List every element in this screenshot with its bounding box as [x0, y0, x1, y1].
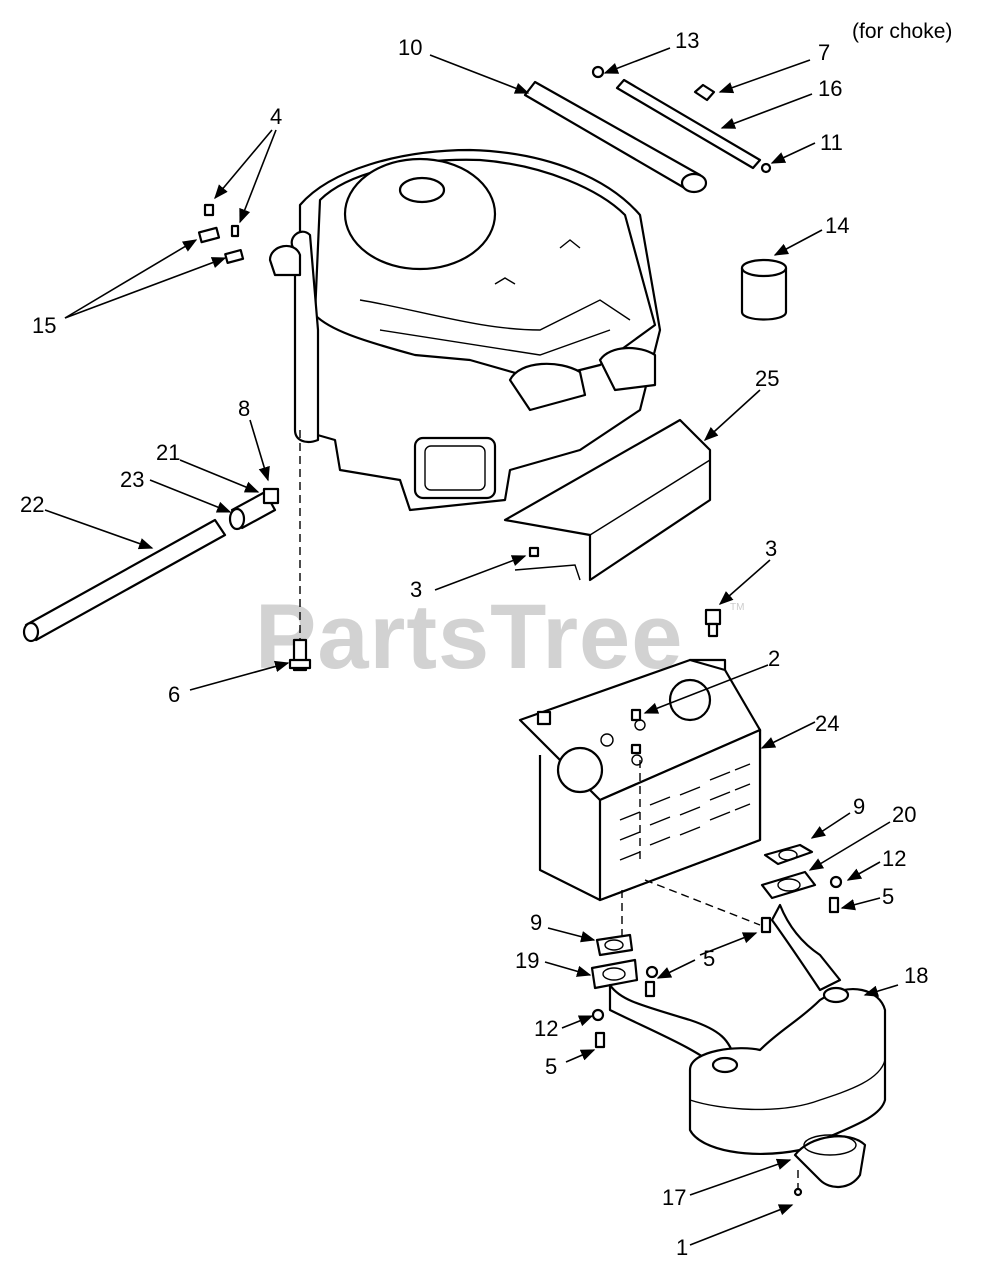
callout-10: 10: [398, 35, 422, 60]
part-16-rod: [591, 65, 772, 174]
small-hardware: [591, 708, 843, 1190]
callout-13: 13: [675, 28, 699, 53]
callout-5-left: 5: [545, 1054, 557, 1079]
callout-24: 24: [815, 711, 839, 736]
part-19-flange: [590, 958, 639, 990]
callout-4: 4: [270, 104, 282, 129]
callout-20: 20: [892, 802, 916, 827]
callout-15: 15: [32, 313, 56, 338]
trademark: TM: [730, 602, 744, 613]
callout-6: 6: [168, 682, 180, 707]
callout-labels: 10 13 7 16 11 14 4 15 25 8 21 23 22 3 3 …: [20, 28, 928, 1260]
part-10-tube: [523, 80, 708, 194]
callout-16: 16: [818, 76, 842, 101]
callout-12-right: 12: [882, 846, 906, 871]
callout-25: 25: [755, 366, 779, 391]
part-25-shield: [503, 418, 712, 582]
part-4-15-clips: [197, 203, 245, 265]
callout-22: 22: [20, 492, 44, 517]
callout-21: 21: [156, 440, 180, 465]
callout-7: 7: [818, 40, 830, 65]
part-20-flange: [760, 870, 817, 900]
callout-17: 17: [662, 1185, 686, 1210]
callout-18: 18: [904, 963, 928, 988]
callout-3-upper: 3: [410, 577, 422, 602]
callout-3-right: 3: [765, 536, 777, 561]
callout-2: 2: [768, 646, 780, 671]
watermark: PartsTree: [255, 586, 683, 688]
part-9-gasket-lower: [595, 933, 634, 957]
part-14-cup: [740, 258, 788, 321]
leader-lines: [44, 47, 899, 1246]
part-21-fitting: [228, 487, 280, 531]
part-18-muffler: [608, 903, 887, 1156]
part-6-bolt: [288, 430, 312, 672]
callout-14: 14: [825, 213, 849, 238]
callout-9-lower: 9: [530, 910, 542, 935]
callout-19: 19: [515, 948, 539, 973]
engine: [268, 148, 662, 512]
callout-23: 23: [120, 467, 144, 492]
callout-9-upper: 9: [853, 794, 865, 819]
choke-note: (for choke): [852, 20, 952, 43]
callout-8: 8: [238, 396, 250, 421]
part-3-bolt: [704, 608, 722, 638]
callout-11: 11: [820, 130, 843, 155]
callout-1: 1: [676, 1235, 688, 1260]
part-22-hose: [22, 518, 227, 643]
callout-5-right: 5: [882, 884, 894, 909]
callout-12-left: 12: [534, 1016, 558, 1041]
part-9-gasket-upper: [763, 843, 814, 866]
callout-5-middle: 5: [703, 946, 715, 971]
